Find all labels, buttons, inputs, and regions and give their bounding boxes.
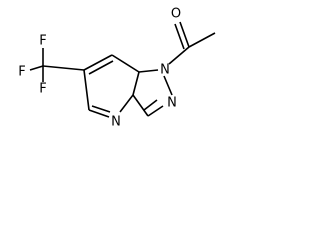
bond-c5-c6 <box>83 69 90 111</box>
bond-c6-cf3 <box>42 65 85 71</box>
bond-c6-c7-double-2 <box>88 60 114 75</box>
bond-n4-c5-double-2 <box>91 105 111 113</box>
bond-carbonyl-double-1 <box>179 21 190 48</box>
atom-labels: O N N N F F F <box>18 7 181 130</box>
bond-n1-n2 <box>163 75 173 96</box>
bond-n2-c3-double-2 <box>143 99 158 111</box>
atom-label-carbonyl-oxygen: O <box>171 7 181 22</box>
atom-label-n1: N <box>160 63 170 78</box>
bond-c3-c3a <box>132 94 149 117</box>
bond-cf3-f-left <box>29 65 44 71</box>
bond-n4-c5-double-1 <box>88 109 110 118</box>
atom-label-fluorine-top: F <box>39 34 46 49</box>
chemical-structure: O N N N F F F <box>18 7 216 130</box>
bond-c6-c7-double-1 <box>83 54 113 71</box>
atom-label-n2: N <box>167 96 177 111</box>
bond-c3a-n4 <box>119 94 134 113</box>
bond-methyl-carbonyl <box>188 32 216 48</box>
atom-label-fluorine-bottom: F <box>39 82 46 97</box>
atom-label-ring-nitrogen: N <box>111 115 121 130</box>
bond-c7a-n1 <box>138 69 159 73</box>
atom-label-fluorine-left: F <box>18 65 25 80</box>
bonds <box>29 21 216 118</box>
bond-c7-c7a <box>111 54 140 73</box>
bond-c3a-c7a <box>132 71 140 96</box>
bond-carbonyl-double-2 <box>174 23 185 50</box>
bond-carbonyl-n1 <box>168 46 190 65</box>
bond-n2-c3-double-1 <box>147 105 164 117</box>
